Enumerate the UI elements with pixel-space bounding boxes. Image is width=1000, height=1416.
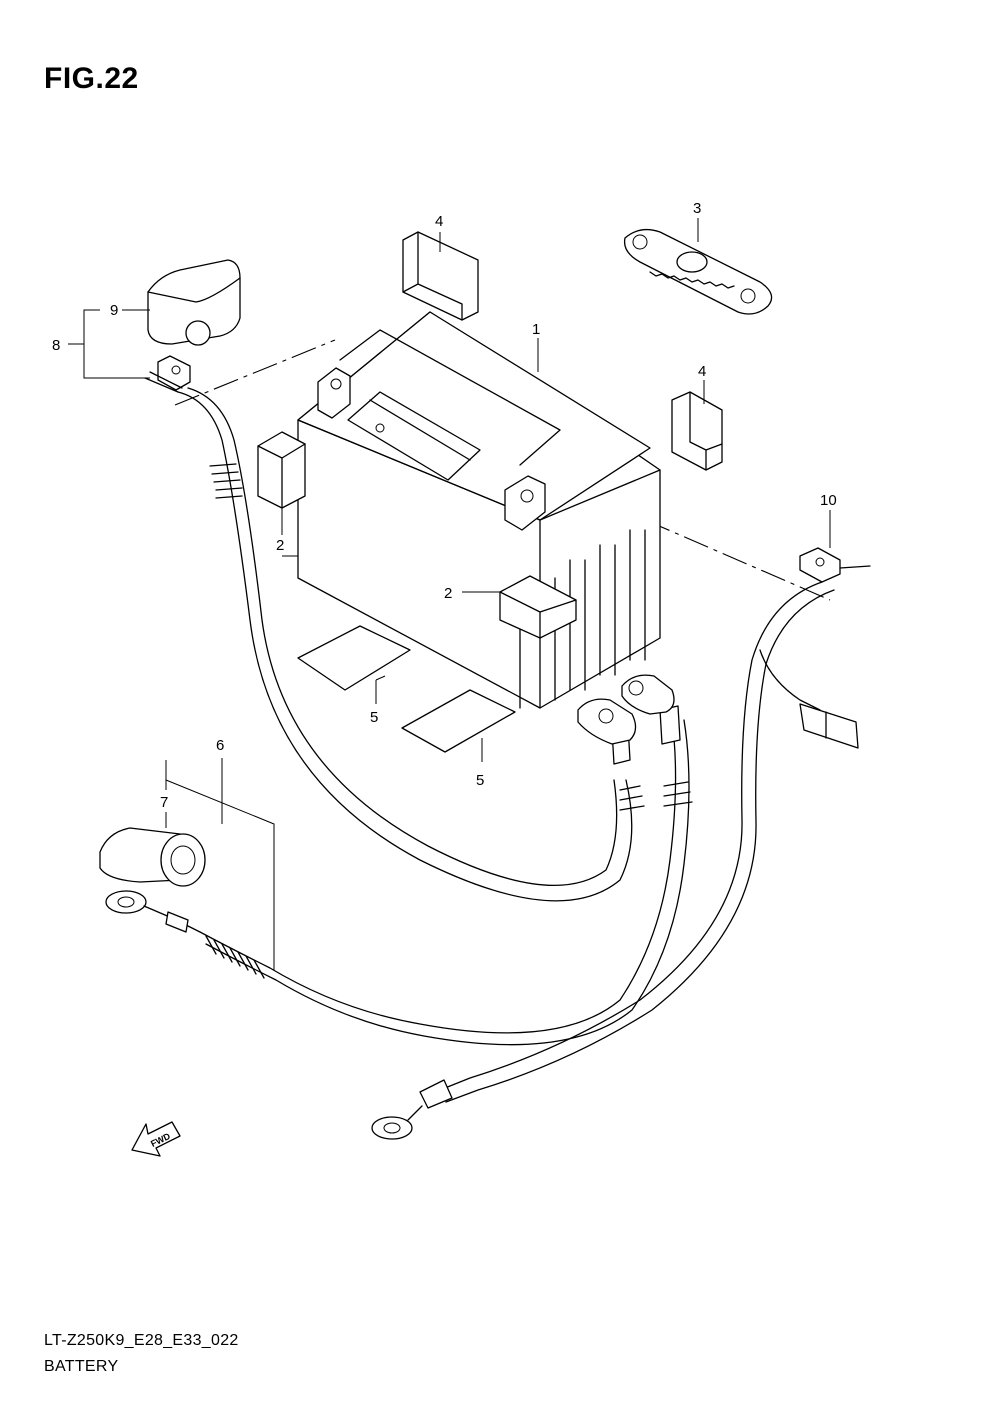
battery-cushion-2a[interactable] (257, 431, 306, 509)
callout-5b: 5 (476, 772, 484, 789)
callout-8: 8 (52, 337, 60, 354)
callout-5a: 5 (370, 709, 378, 726)
terminal-cap-7[interactable] (99, 827, 206, 887)
callout-numbers: 1 2 2 3 4 4 5 5 6 7 8 9 10 (52, 200, 837, 811)
callout-3: 3 (693, 200, 701, 217)
callout-10: 10 (820, 492, 837, 509)
model-code: LT-Z250K9_E28_E33_022 (44, 1332, 239, 1349)
battery-bracket-4a[interactable] (402, 231, 479, 321)
section-name: BATTERY (44, 1358, 119, 1375)
callout-2a: 2 (276, 537, 284, 554)
battery-holder-plate[interactable] (623, 228, 773, 315)
callout-4a: 4 (435, 213, 443, 230)
callout-6: 6 (216, 737, 224, 754)
callout-1: 1 (532, 321, 540, 338)
battery-wire-10[interactable] (371, 547, 871, 1140)
callout-leaders (68, 218, 831, 970)
battery-cushion-2b[interactable] (499, 575, 577, 639)
callout-9: 9 (110, 302, 118, 319)
callout-2b: 2 (444, 585, 452, 602)
callout-4b: 4 (698, 363, 706, 380)
figure-title: FIG.22 (44, 62, 139, 95)
terminal-cover-9[interactable] (147, 259, 241, 346)
battery-pad-5a[interactable] (297, 625, 411, 691)
battery-bracket-4b[interactable] (671, 391, 723, 471)
battery-minus-lead-6[interactable] (105, 674, 693, 1046)
forward-direction-arrow: FWD (131, 1121, 181, 1157)
battery-plus-lead-8[interactable] (144, 355, 645, 902)
callout-7: 7 (160, 794, 168, 811)
battery-pad-5b[interactable] (401, 689, 516, 753)
